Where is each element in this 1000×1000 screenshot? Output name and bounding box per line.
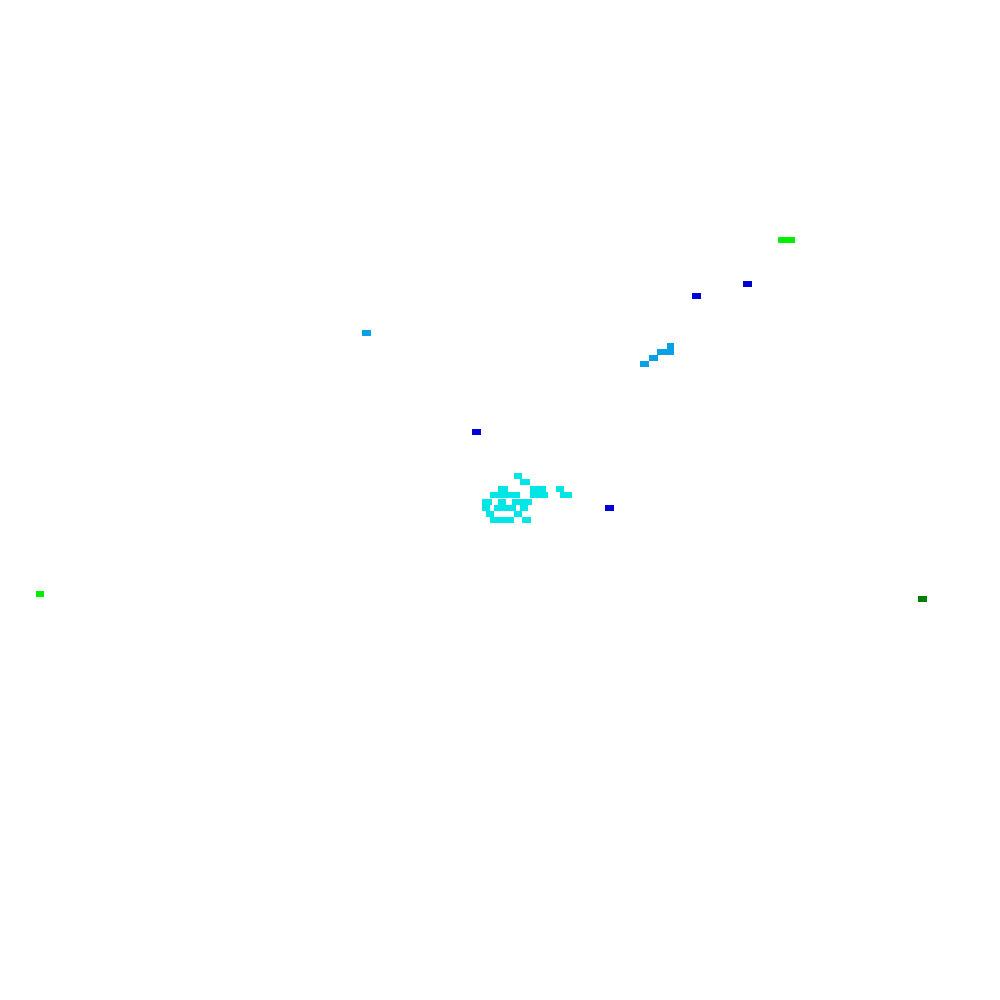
cyan-cluster-pixel <box>560 492 572 498</box>
cyan-cluster-pixel <box>482 499 492 505</box>
cyan-cluster-pixel <box>530 486 546 492</box>
light-blue-cluster-pixel <box>362 330 371 336</box>
cyan-cluster-pixel <box>498 499 506 505</box>
cyan-cluster-pixel <box>490 517 514 523</box>
blue-cluster-pixel <box>472 429 481 435</box>
cyan-cluster-pixel <box>556 486 564 492</box>
light-blue-cluster-pixel <box>649 355 658 361</box>
cyan-cluster-pixel <box>486 511 494 517</box>
cyan-cluster-pixel <box>522 517 531 523</box>
bright-green-cluster-pixel <box>36 591 44 597</box>
cyan-cluster-pixel <box>514 511 522 517</box>
cyan-cluster-pixel <box>482 505 490 511</box>
cyan-cluster-pixel <box>514 473 522 479</box>
blue-cluster-pixel <box>605 505 614 511</box>
light-blue-cluster-pixel <box>667 343 674 349</box>
blue-cluster-pixel <box>692 293 701 299</box>
cyan-cluster-pixel <box>498 486 508 492</box>
light-blue-cluster-pixel <box>640 361 649 367</box>
cyan-cluster-pixel <box>512 499 532 505</box>
dark-green-cluster-pixel <box>918 596 927 602</box>
bright-green-cluster-pixel <box>778 237 795 243</box>
cyan-cluster-pixel <box>494 505 516 511</box>
cyan-cluster-pixel <box>490 492 520 498</box>
cyan-cluster-pixel <box>520 505 528 511</box>
cyan-cluster-pixel <box>530 492 548 498</box>
blue-cluster-pixel <box>743 281 752 287</box>
cyan-cluster-pixel <box>520 479 530 485</box>
light-blue-cluster-pixel <box>657 349 674 355</box>
